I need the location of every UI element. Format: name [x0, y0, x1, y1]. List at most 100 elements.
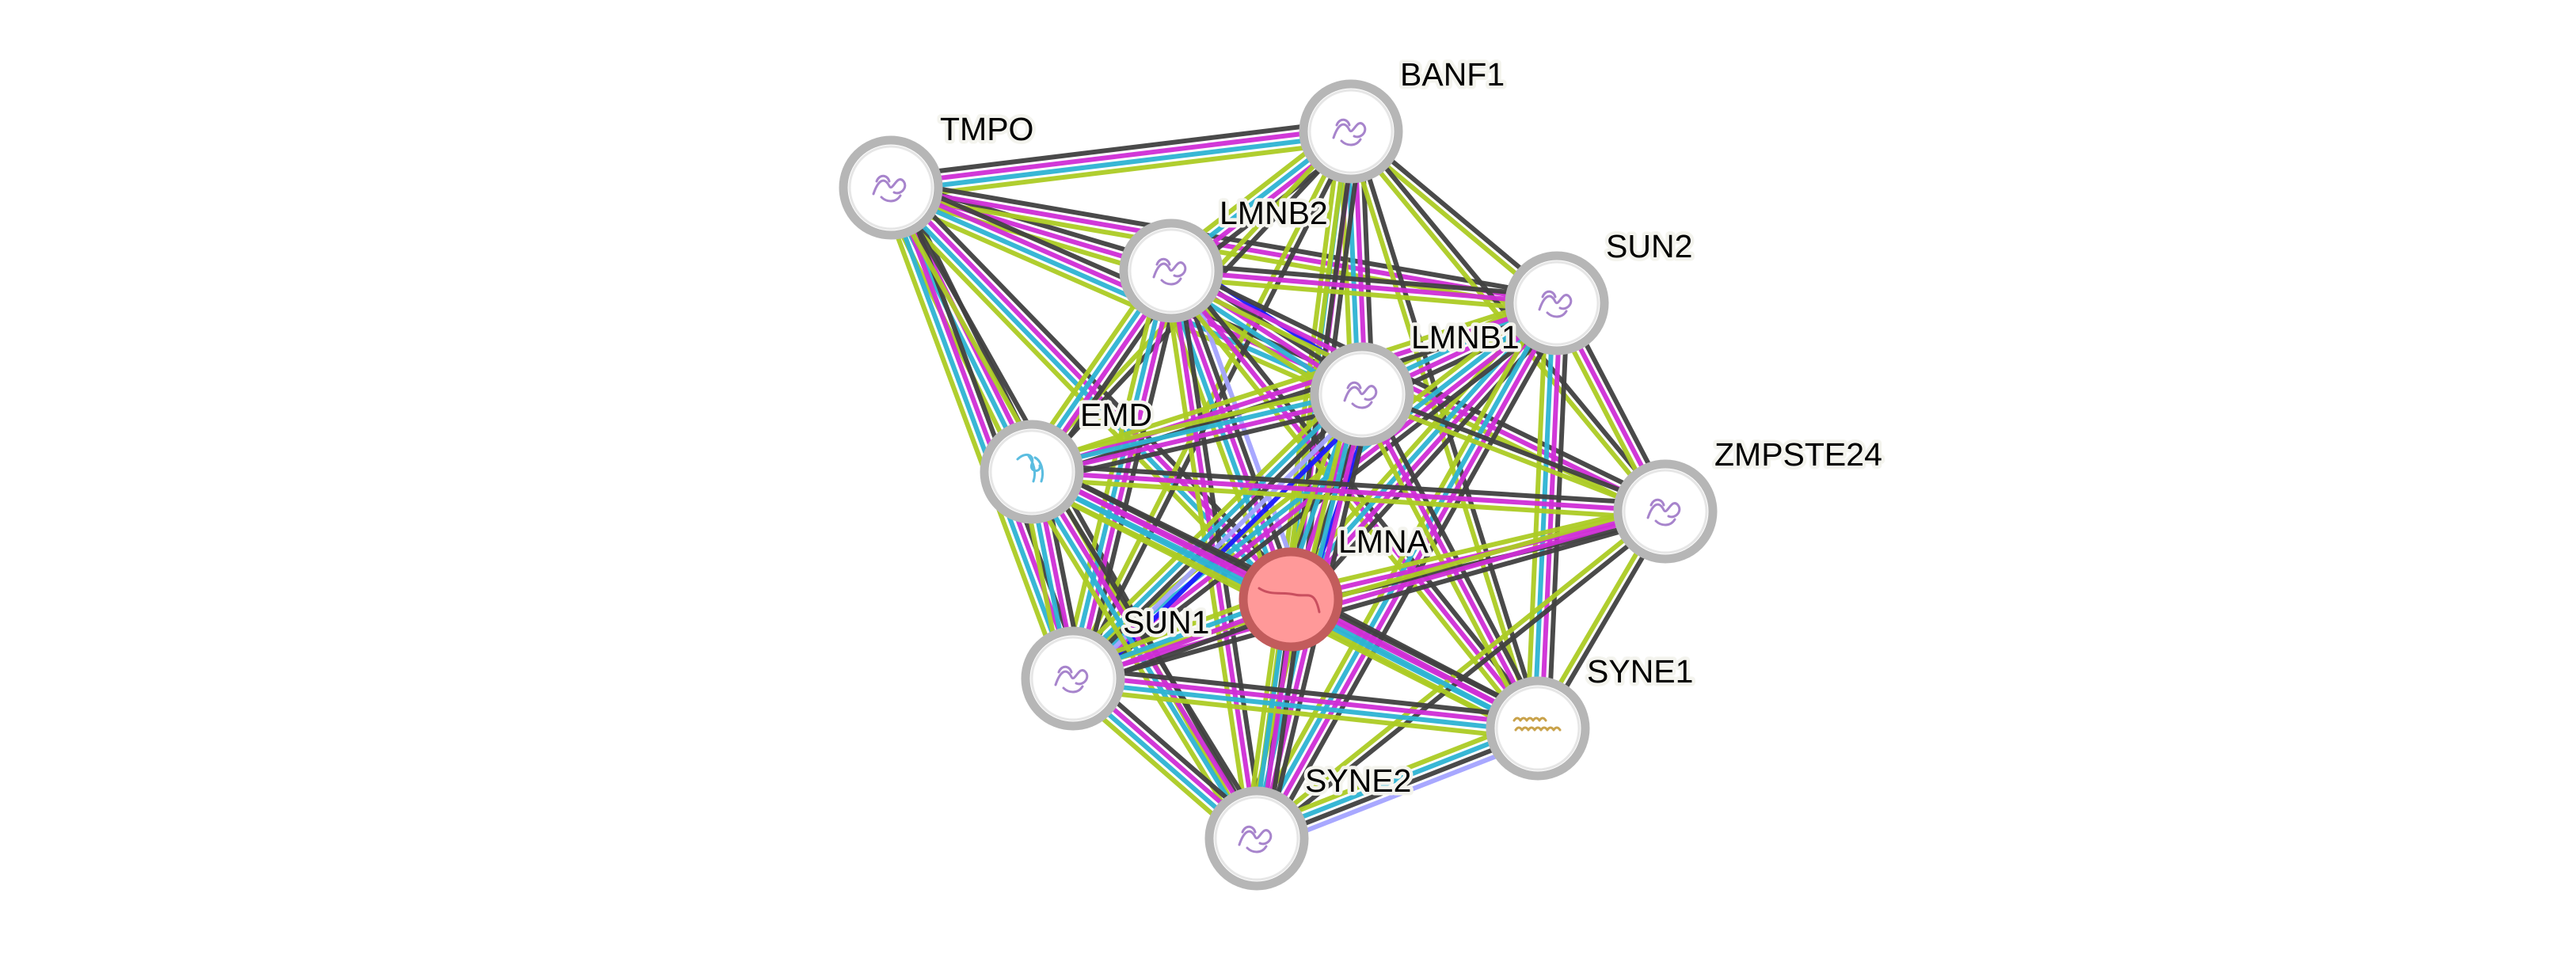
edge-evidence-lime: [1060, 268, 1163, 677]
edge-evidence-cyan: [1030, 388, 1362, 471]
protein-structure-icon: [1538, 290, 1573, 318]
node-circle[interactable]: [980, 420, 1084, 524]
protein-structure-icon: [1646, 498, 1681, 527]
node-syne2[interactable]: [1204, 786, 1309, 891]
node-label-zmpste24: ZMPSTE24: [1714, 436, 1882, 473]
edge-evidence-cyan: [1072, 679, 1538, 735]
edge-evidence-lime: [1524, 302, 1549, 728]
node-banf1[interactable]: [1299, 79, 1403, 184]
nodes-layer: [839, 79, 1718, 891]
edge-evidence-cyan: [885, 188, 1072, 681]
node-label-sun2: SUN2: [1606, 228, 1692, 264]
edge-lmnb2-sun2[interactable]: [1170, 261, 1558, 313]
edge-evidence-black: [1174, 264, 1546, 726]
edge-evidence-lime: [885, 195, 1359, 407]
edge-evidence-lime: [1071, 686, 1537, 742]
edge-evidence-magenta: [1072, 509, 1666, 681]
node-zmpste24[interactable]: [1613, 459, 1718, 564]
edge-evidence-lime: [878, 190, 1066, 683]
edge-evidence-magenta: [890, 125, 1351, 187]
edge-evidence-magenta: [1539, 303, 1563, 729]
protein-structure-icon: [1016, 453, 1044, 483]
edge-emd-zmpste24[interactable]: [1031, 462, 1666, 521]
node-inner-shade: [1495, 686, 1581, 771]
node-label-syne1: SYNE1: [1587, 653, 1693, 690]
edge-evidence-black: [1074, 665, 1539, 720]
protein-structure-icon: [1512, 717, 1562, 732]
edge-evidence-lime: [888, 192, 1556, 313]
node-label-banf1: BANF1: [1400, 56, 1505, 93]
protein-structure-icon: [872, 174, 907, 203]
node-inner-shade: [1319, 352, 1405, 437]
node-label-syne2: SYNE2: [1305, 762, 1411, 799]
node-inner-shade: [1128, 228, 1214, 314]
protein-structure-icon: [1258, 587, 1321, 614]
protein-structure-icon: [1343, 381, 1378, 409]
edge-evidence-cyan: [891, 132, 1352, 194]
edge-evidence-cyan: [1067, 269, 1170, 679]
node-emd[interactable]: [980, 420, 1084, 524]
edge-evidence-cyan: [1532, 302, 1556, 728]
edge-evidence-lime: [1288, 502, 1665, 595]
protein-structure-icon: [1054, 665, 1089, 694]
protein-structure-icon: [1332, 118, 1367, 146]
node-lmnb2[interactable]: [1119, 219, 1223, 323]
edge-evidence-black: [1173, 262, 1670, 508]
edge-evidence-magenta: [1032, 395, 1364, 478]
node-inner-shade: [1214, 796, 1299, 881]
node-label-lmnb1: LMNB1: [1411, 319, 1520, 355]
node-syne1[interactable]: [1486, 676, 1590, 781]
edge-evidence-lime: [1253, 507, 1665, 838]
edge-evidence-black: [1171, 261, 1558, 299]
node-inner-shade: [989, 429, 1075, 515]
node-tmpo[interactable]: [839, 135, 943, 240]
edge-evidence-magenta: [1170, 268, 1667, 514]
node-circle[interactable]: [1239, 547, 1343, 652]
edge-evidence-black: [1033, 307, 1560, 481]
node-lmna[interactable]: [1239, 547, 1343, 652]
edge-evidence-lime: [892, 139, 1353, 201]
node-label-tmpo: TMPO: [940, 111, 1033, 147]
node-sun1[interactable]: [1021, 626, 1125, 731]
node-label-sun1: SUN1: [1123, 604, 1209, 641]
node-sun2[interactable]: [1505, 251, 1609, 355]
node-lmnb1[interactable]: [1310, 342, 1414, 447]
edge-evidence-magenta: [1073, 672, 1539, 728]
edge-evidence-lime: [1170, 275, 1557, 313]
edge-lmnb1-zmpste24[interactable]: [1360, 389, 1668, 517]
protein-structure-icon: [1152, 257, 1187, 286]
edge-evidence-black: [892, 184, 1262, 838]
edge-lmnb2-sun1[interactable]: [1060, 268, 1185, 682]
edge-evidence-lime: [1277, 129, 1343, 599]
edge-evidence-lime: [1031, 476, 1665, 521]
edge-evidence-magenta: [1031, 301, 1558, 474]
edge-evidence-magenta: [1031, 469, 1666, 514]
protein-structure-icon: [1238, 825, 1273, 853]
edge-sun2-syne1[interactable]: [1524, 302, 1570, 729]
edge-evidence-black: [1032, 462, 1666, 508]
labels-layer: TMPOBANF1LMNB2SUN2LMNB1EMDZMPSTE24LMNASU…: [937, 53, 1886, 803]
edge-tmpo-banf1[interactable]: [888, 118, 1353, 201]
edge-evidence-cyan: [1251, 300, 1556, 838]
edge-sun1-syne1[interactable]: [1071, 665, 1539, 742]
edge-evidence-cyan: [1286, 298, 1556, 599]
edge-evidence-lime: [1029, 294, 1556, 468]
node-inner-shade: [1308, 89, 1394, 174]
node-label-lmnb2: LMNB2: [1220, 195, 1328, 231]
edge-zmpste24-sun1[interactable]: [1070, 502, 1669, 688]
node-inner-shade: [1623, 469, 1708, 554]
edge-evidence-black: [1366, 390, 1547, 727]
node-inner-shade: [848, 145, 934, 230]
edge-sun2-emd[interactable]: [1029, 294, 1560, 481]
edge-evidence-magenta: [1170, 268, 1558, 306]
edge-evidence-lime: [1360, 395, 1665, 517]
edge-evidence-black: [1546, 303, 1570, 729]
edge-evidence-black: [1362, 389, 1668, 511]
edge-evidence-black: [892, 178, 1559, 299]
edge-evidence-lime: [1070, 502, 1665, 675]
edge-evidence-black: [888, 118, 1350, 180]
node-inner-shade: [1030, 636, 1116, 721]
node-inner-shade: [1514, 260, 1600, 346]
node-label-lmna: LMNA: [1338, 523, 1429, 560]
